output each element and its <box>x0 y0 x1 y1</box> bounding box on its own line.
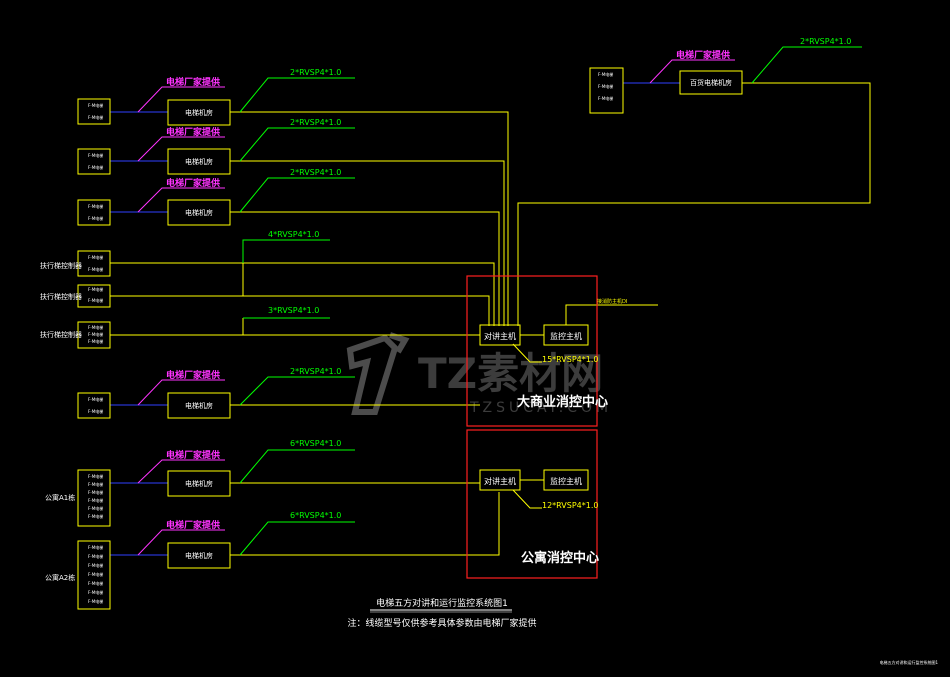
svg-text:电梯厂家提供: 电梯厂家提供 <box>166 126 220 138</box>
svg-text:F-M电梯: F-M电梯 <box>88 489 103 495</box>
floor-box <box>77 98 111 125</box>
svg-text:F-M电梯: F-M电梯 <box>88 473 103 479</box>
apartment-monitor-label: 监控主机 <box>550 476 582 486</box>
svg-text:电梯厂家提供: 电梯厂家提供 <box>676 49 730 61</box>
svg-text:F-M电梯: F-M电梯 <box>88 396 103 402</box>
supplier-notes: 电梯厂家提供 电梯厂家提供 电梯厂家提供 电梯厂家提供 电梯厂家提供 电梯厂家提… <box>166 49 730 531</box>
svg-text:2*RVSP4*1.0: 2*RVSP4*1.0 <box>290 68 341 77</box>
svg-text:F-M电梯: F-M电梯 <box>88 152 103 158</box>
diagram-title: 电梯五方对讲和运行监控系统图1 <box>376 597 508 609</box>
svg-text:电梯厂家提供: 电梯厂家提供 <box>166 519 220 531</box>
apartment-b-label: 公寓A2栋 <box>45 573 75 582</box>
diagram-note: 注：线缆型号仅供参考具体参数由电梯厂家提供 <box>347 617 536 629</box>
commercial-intercom-label: 对讲主机 <box>484 331 516 341</box>
svg-text:F-M电梯: F-M电梯 <box>88 203 103 209</box>
svg-text:F-M电梯: F-M电梯 <box>88 114 103 120</box>
apartment-control-center: 对讲主机 监控主机 12*RVSP4*1.0 公寓消控中心 <box>466 429 599 579</box>
floor-box <box>77 540 111 610</box>
svg-text:2*RVSP4*1.0: 2*RVSP4*1.0 <box>800 37 851 46</box>
commercial-cable-label: 15*RVSP4*1.0 <box>542 355 599 364</box>
svg-text:F-M电梯: F-M电梯 <box>88 544 103 550</box>
floor-boxes <box>77 67 624 610</box>
machine-room-label: 电梯机房 <box>185 208 213 217</box>
svg-text:F-M电梯: F-M电梯 <box>88 513 103 519</box>
footer: 电梯五方对讲和运行监控系统图1 注：线缆型号仅供参考具体参数由电梯厂家提供 电梯… <box>347 597 938 665</box>
svg-text:电梯厂家提供: 电梯厂家提供 <box>166 369 220 381</box>
apartment-a-label: 公寓A1栋 <box>45 493 75 502</box>
machine-room-label: 电梯机房 <box>185 401 213 410</box>
escalator-box <box>77 250 111 277</box>
watermark-url: TZSUCAI.COM <box>469 400 612 416</box>
escalator-label: 扶行梯控制器 <box>40 330 82 339</box>
commercial-control-center: 对讲主机 监控主机 15*RVSP4*1.0 接消防主机DI 大商业消控中心 <box>466 275 627 427</box>
svg-text:电梯厂家提供: 电梯厂家提供 <box>166 177 220 189</box>
svg-text:F-M电梯: F-M电梯 <box>88 562 103 568</box>
top-right-machine-room: 百货电梯机房 <box>690 78 732 87</box>
machine-room-label: 电梯机房 <box>185 479 213 488</box>
blue-links <box>110 82 680 556</box>
svg-text:F-M电梯: F-M电梯 <box>88 589 103 595</box>
svg-text:F-M电梯: F-M电梯 <box>88 324 103 330</box>
watermark-brand: TZ素材网 <box>418 349 603 398</box>
svg-text:F-M电梯: F-M电梯 <box>88 215 103 221</box>
svg-text:F-M电梯: F-M电梯 <box>88 505 103 511</box>
watermark-logo-icon <box>346 332 410 415</box>
svg-text:2*RVSP4*1.0: 2*RVSP4*1.0 <box>290 118 341 127</box>
svg-text:F-M电梯: F-M电梯 <box>88 497 103 503</box>
cables <box>110 82 871 556</box>
watermark: TZ素材网 TZSUCAI.COM <box>346 332 612 416</box>
commercial-monitor-label: 监控主机 <box>550 331 582 341</box>
svg-text:F-M电梯: F-M电梯 <box>88 580 103 586</box>
svg-text:F-M电梯: F-M电梯 <box>598 95 613 101</box>
svg-text:F-M电梯: F-M电梯 <box>88 553 103 559</box>
machine-room-label: 电梯机房 <box>185 551 213 560</box>
floor-box <box>589 67 624 114</box>
svg-text:F-M电梯: F-M电梯 <box>88 102 103 108</box>
svg-text:电梯厂家提供: 电梯厂家提供 <box>166 449 220 461</box>
cable-leaders <box>239 46 862 556</box>
floor-box <box>77 148 111 175</box>
svg-text:3*RVSP4*1.0: 3*RVSP4*1.0 <box>268 306 319 315</box>
svg-text:F-M电梯: F-M电梯 <box>88 331 103 337</box>
apartment-intercom-label: 对讲主机 <box>484 476 516 486</box>
floor-box <box>77 392 111 419</box>
apartment-cable-label: 12*RVSP4*1.0 <box>542 501 599 510</box>
supplier-leaders <box>137 59 735 556</box>
apartment-center-title: 公寓消控中心 <box>521 550 599 566</box>
svg-text:F-M电梯: F-M电梯 <box>88 338 103 344</box>
side-labels: 扶行梯控制器 扶行梯控制器 扶行梯控制器 公寓A1栋 公寓A2栋 <box>40 261 82 582</box>
machine-room-label: 电梯机房 <box>185 108 213 117</box>
svg-text:F-M电梯: F-M电梯 <box>88 297 103 303</box>
commercial-link-note: 接消防主机DI <box>597 298 627 305</box>
svg-text:F-M电梯: F-M电梯 <box>88 164 103 170</box>
svg-text:F-M电梯: F-M电梯 <box>88 254 103 260</box>
svg-text:F-M电梯: F-M电梯 <box>88 408 103 414</box>
svg-text:F-M电梯: F-M电梯 <box>88 266 103 272</box>
commercial-center-title: 大商业消控中心 <box>517 394 608 410</box>
svg-text:4*RVSP4*1.0: 4*RVSP4*1.0 <box>268 230 319 239</box>
svg-text:F-M电梯: F-M电梯 <box>598 83 613 89</box>
svg-text:6*RVSP4*1.0: 6*RVSP4*1.0 <box>290 511 341 520</box>
machine-rooms: 电梯机房 电梯机房 电梯机房 电梯机房 电梯机房 电梯机房 百货电梯机房 <box>167 70 743 569</box>
cable-labels: 2*RVSP4*1.0 2*RVSP4*1.0 2*RVSP4*1.0 4*RV… <box>268 37 851 520</box>
escalator-label: 扶行梯控制器 <box>40 261 82 270</box>
floor-box <box>77 199 111 226</box>
svg-text:F-M电梯: F-M电梯 <box>88 286 103 292</box>
svg-text:2*RVSP4*1.0: 2*RVSP4*1.0 <box>290 367 341 376</box>
escalator-box <box>77 321 111 349</box>
svg-text:F-M电梯: F-M电梯 <box>598 71 613 77</box>
svg-text:F-M电梯: F-M电梯 <box>88 571 103 577</box>
svg-text:2*RVSP4*1.0: 2*RVSP4*1.0 <box>290 168 341 177</box>
svg-text:6*RVSP4*1.0: 6*RVSP4*1.0 <box>290 439 341 448</box>
machine-room-label: 电梯机房 <box>185 157 213 166</box>
floor-box <box>77 469 111 527</box>
escalator-label: 扶行梯控制器 <box>40 292 82 301</box>
svg-text:F-M电梯: F-M电梯 <box>88 481 103 487</box>
escalator-box <box>77 284 111 308</box>
corner-title: 电梯五方对讲和运行监控系统图1 <box>879 659 938 665</box>
svg-text:F-M电梯: F-M电梯 <box>88 598 103 604</box>
svg-text:电梯厂家提供: 电梯厂家提供 <box>166 76 220 88</box>
